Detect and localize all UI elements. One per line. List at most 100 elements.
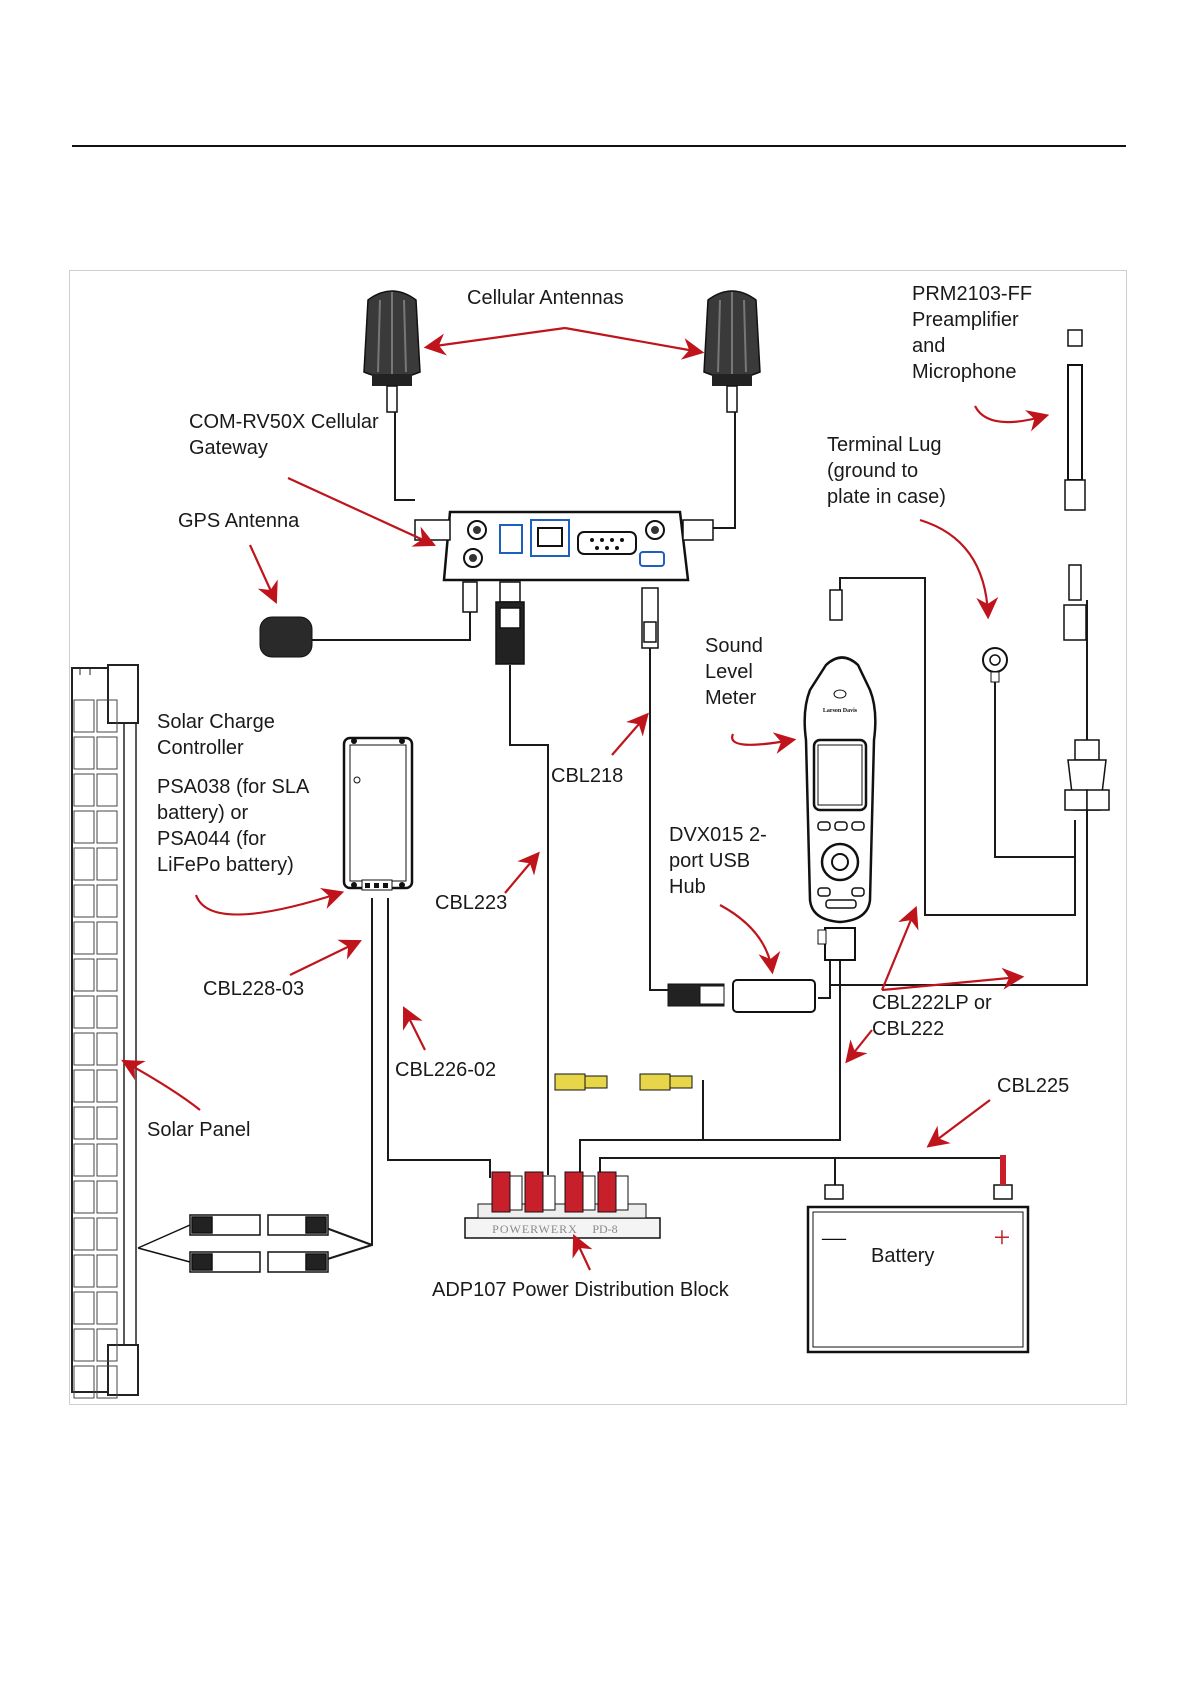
label-gps-antenna: GPS Antenna (178, 510, 300, 532)
power-block-post-white (509, 1175, 523, 1211)
battery-minus-sign: — (821, 1225, 847, 1251)
meter-loop (829, 640, 1088, 986)
solar-cell (96, 1106, 118, 1140)
solar-cell (96, 810, 118, 844)
cellular-antenna-right (703, 290, 761, 413)
solar-cell (96, 1217, 118, 1251)
callout-arrows (121, 326, 1050, 1271)
solar-cell (96, 1328, 118, 1362)
label-solar-charge-controller: Solar Charge Controller (157, 711, 275, 759)
arrow-antenna-left (423, 326, 566, 356)
left-antenna-cable (394, 410, 415, 501)
solar-charge-controller (342, 736, 414, 891)
cellular-gateway (414, 510, 714, 582)
solar-cell (73, 1180, 95, 1214)
arrow-controller (194, 887, 345, 916)
power-block-post (491, 1171, 511, 1213)
label-cbl228: CBL228-03 (203, 978, 305, 1000)
label-preamp: PRM2103-FF Preamplifier and Microphone (912, 283, 1033, 383)
label-battery: Battery (871, 1245, 935, 1267)
solar-cell (96, 847, 118, 881)
solar-cell (73, 810, 95, 844)
solar-cell (96, 995, 118, 1029)
gps-plug (462, 581, 478, 613)
mc4-connectors (137, 1214, 329, 1273)
power-block-post-white (582, 1175, 596, 1211)
solar-cell (96, 1069, 118, 1103)
power-block-post (524, 1171, 544, 1213)
label-psa: PSA038 (for SLA battery) or PSA044 (for … (157, 776, 310, 876)
solar-cell (96, 1291, 118, 1325)
arrow-cbl226 (403, 1006, 426, 1051)
solar-cell (73, 1069, 95, 1103)
y-splitter (1064, 739, 1110, 811)
power-block-post (564, 1171, 584, 1213)
yellow-connectors (554, 1073, 693, 1091)
arrow-cbl222-up (880, 905, 919, 991)
arrow-dvx (719, 904, 781, 975)
label-cbl226: CBL226-02 (395, 1059, 497, 1081)
arrow-terminal-lug (919, 518, 999, 620)
solar-cell (73, 958, 95, 992)
block-brand-label: POWERWERX (492, 1222, 578, 1236)
block-model-label: PD-8 (592, 1222, 617, 1236)
cbl223-wire (509, 665, 549, 1175)
solar-cell (73, 1032, 95, 1066)
arrow-gps (248, 544, 278, 605)
solar-cell (73, 736, 95, 770)
label-sound-level-meter: Sound Level Meter (705, 635, 763, 709)
arrow-gateway (287, 477, 436, 547)
cellular-antenna-left (363, 290, 421, 413)
microphone-preamp (1063, 329, 1087, 641)
label-gateway: COM-RV50X Cellular Gateway (189, 411, 379, 459)
diagram-frame (69, 270, 1127, 1405)
sound-level-meter: Larson Davis (803, 589, 877, 961)
solar-cell (96, 1143, 118, 1177)
solar-cell (73, 699, 95, 733)
gps-cable (312, 612, 471, 641)
solar-cell (96, 773, 118, 807)
cbl218-wire (649, 648, 668, 991)
solar-cell (73, 1365, 95, 1399)
label-cbl222: CBL222LP or CBL222 (872, 992, 992, 1040)
right-antenna-cable (710, 410, 736, 529)
meter-top-cable (839, 577, 1076, 916)
solar-cells (73, 699, 118, 1399)
solar-cell (96, 884, 118, 918)
gateway-plugs (462, 581, 659, 665)
label-adp107: ADP107 Power Distribution Block (432, 1279, 729, 1301)
top-rule (72, 145, 1126, 147)
arrow-solar-panel (121, 1059, 201, 1111)
cbl226-wire (387, 898, 491, 1178)
arrow-cbl222-right (881, 967, 1025, 992)
solar-cell (73, 995, 95, 1029)
gps-antenna (259, 616, 313, 658)
solar-cell (96, 921, 118, 955)
lug-lead (994, 680, 1076, 858)
cbl228-wire (317, 898, 373, 1263)
label-cbl223: CBL223 (435, 892, 508, 914)
solar-cell (73, 1143, 95, 1177)
cbl222-wire (579, 960, 841, 1178)
label-solar-panel: Solar Panel (147, 1119, 251, 1141)
solar-panel (71, 664, 139, 1399)
power-block-post-white (615, 1175, 629, 1211)
usb-hub (667, 979, 816, 1013)
arrow-cbl222-down (845, 1029, 873, 1064)
solar-cell (73, 1291, 95, 1325)
arrow-preamp (974, 405, 1050, 432)
arrow-cbl218 (611, 712, 649, 756)
solar-cell (96, 736, 118, 770)
arrow-cbl228 (289, 939, 362, 976)
power-block-post (597, 1171, 617, 1213)
arrow-adp107 (572, 1234, 593, 1271)
solar-cell (73, 884, 95, 918)
solar-cell (96, 1254, 118, 1288)
solar-cell (73, 921, 95, 955)
solar-cell (73, 773, 95, 807)
solar-cell (73, 1328, 95, 1362)
solar-cell (73, 847, 95, 881)
solar-cell (73, 1106, 95, 1140)
solar-cell (73, 1254, 95, 1288)
